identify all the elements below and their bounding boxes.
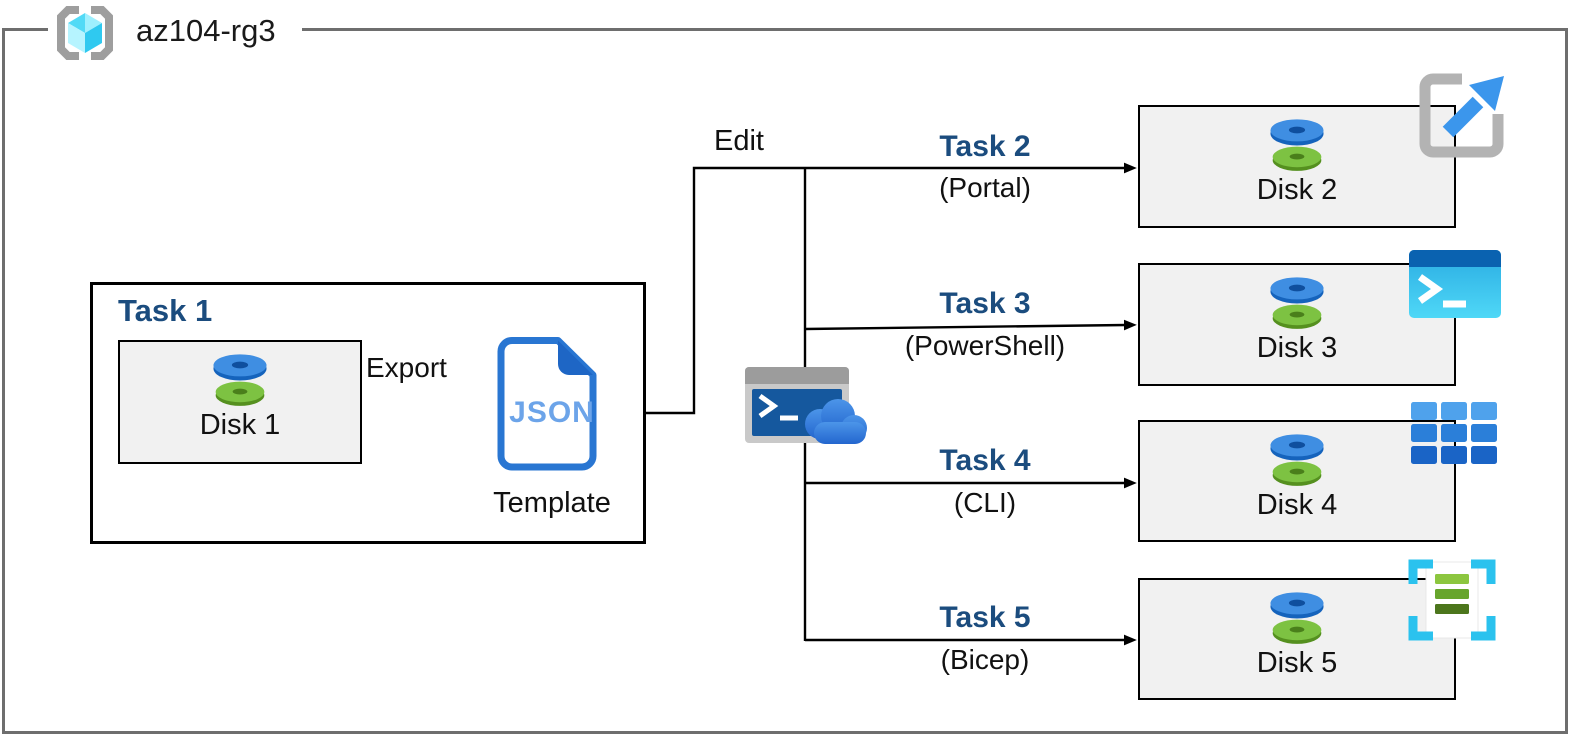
managed-disk-icon: [1260, 589, 1334, 645]
edit-connector: [608, 162, 1137, 415]
template-label: Template: [493, 487, 611, 519]
resource-group-border-left: [2, 28, 5, 734]
task4-method-label: (CLI): [953, 487, 1017, 518]
task5-label: Task 5: [939, 601, 1031, 634]
export-label: Export: [366, 352, 447, 383]
json-template-icon: [497, 337, 597, 471]
disk-label: Disk 4: [1256, 489, 1338, 521]
task3-arrow: [804, 319, 1137, 331]
task3-label: Task 3: [939, 287, 1031, 320]
json-badge-text: JSON: [509, 396, 595, 429]
disk-label: Disk 1: [199, 409, 281, 441]
disk2-box: Disk 2: [1138, 105, 1456, 228]
resource-group-border-top-right: [302, 28, 1568, 31]
disk3-box: Disk 3: [1138, 263, 1456, 386]
cloud-shell-icon: [745, 367, 867, 444]
managed-disk-icon: [1260, 116, 1334, 172]
disk1-box: Disk 1: [118, 340, 362, 464]
edit-label: Edit: [714, 125, 764, 157]
disk-label: Disk 3: [1256, 332, 1338, 364]
bicep-template-icon: [1408, 559, 1496, 641]
resource-group-name: az104-rg3: [136, 13, 276, 48]
task5-method-label: (Bicep): [940, 644, 1030, 675]
azure-portal-icon: [1419, 73, 1504, 158]
disk5-box: Disk 5: [1138, 578, 1456, 700]
disk-label: Disk 2: [1256, 174, 1338, 206]
task1-title: Task 1: [118, 293, 213, 328]
resource-group-border-top-left: [2, 28, 48, 31]
powershell-icon: [1409, 250, 1501, 318]
azure-cli-icon: [1411, 402, 1497, 464]
resource-group-icon: [57, 6, 113, 60]
task2-label: Task 2: [939, 130, 1031, 163]
task3-method-label: (PowerShell): [904, 330, 1066, 361]
disk-label: Disk 5: [1256, 647, 1338, 679]
managed-disk-icon: [203, 351, 277, 407]
resource-group-border-right: [1565, 28, 1568, 734]
managed-disk-icon: [1260, 431, 1334, 487]
task4-label: Task 4: [939, 444, 1031, 477]
task2-method-label: (Portal): [939, 172, 1031, 203]
managed-disk-icon: [1260, 274, 1334, 330]
disk4-box: Disk 4: [1138, 420, 1456, 542]
resource-group-border-bottom: [2, 731, 1568, 734]
